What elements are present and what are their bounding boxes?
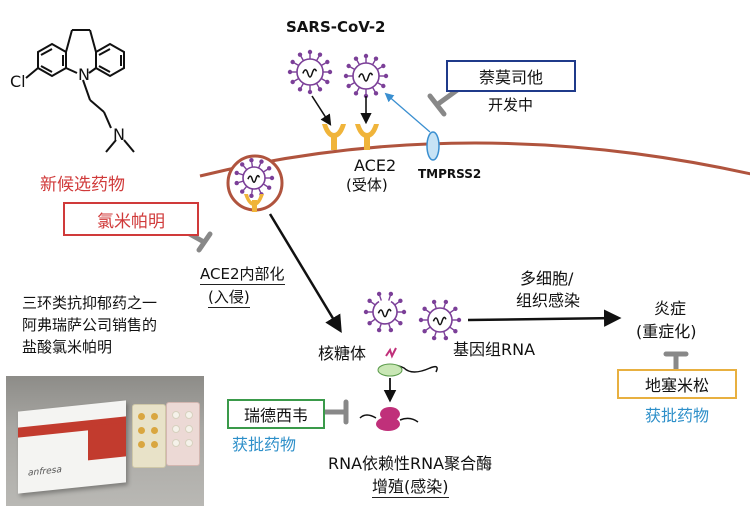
clomipramine-box: 氯米帕明 [63,202,199,236]
rdrp-polymerase [359,407,419,431]
replication-label: 增殖(感染) [372,477,449,498]
internalization-label: ACE2内部化 [200,265,285,285]
blister-pack-2 [166,402,200,466]
camostat-status: 开发中 [488,96,534,114]
spread-label-1: 多细胞/ [520,269,574,288]
receptor-label: ACE2 [354,156,397,175]
tmprss2-label: TMPRSS2 [418,167,482,181]
virus-label: SARS-CoV-2 [286,18,386,36]
ace2-receptor-1 [322,124,346,150]
tmprss2-protein [426,131,440,161]
candidate-title: 新候选药物 [40,175,125,195]
dexamethasone-inhibition [663,351,689,373]
virus-particle-2 [343,53,389,99]
internalization-sub-label: (入侵) [208,288,250,308]
remdesivir-status: 获批药物 [232,435,297,454]
receptor-sub-label: (受体) [346,176,388,194]
atom-n-amine: N [113,125,125,144]
ace2-receptor-2 [355,124,379,150]
camostat-box: 萘莫司他 [446,60,576,92]
package-brand: anfresa [28,465,62,479]
ribosome-label: 核糖体 [318,344,367,363]
genome-label: 基因组RNA [453,340,536,359]
spread-arrow [467,309,622,327]
spread-label-2: 组织感染 [516,291,581,310]
genome-rna-virus [418,299,462,341]
description-line-2: 阿弗瑞萨公司销售的 [22,316,158,334]
cell-membrane [199,141,750,178]
description-line-3: 盐酸氯米帕明 [22,338,113,356]
description-line-1: 三环类抗抑郁药之一 [22,294,158,312]
drug-package: anfresa [18,400,126,494]
atom-cl: Cl [10,72,26,91]
inflammation-label: 炎症 [654,299,687,318]
product-photo: anfresa [6,376,204,506]
remdesivir-box: 瑞德西韦 [227,399,325,429]
ribosome-translation [377,347,438,403]
dexamethasone-box: 地塞米松 [617,369,737,399]
uncoated-virus [363,291,407,333]
dexamethasone-status: 获批药物 [645,406,710,425]
tmprss2-activation-arrow [384,92,431,133]
blister-pack-1 [132,404,166,468]
internalization-arrow [268,213,342,333]
virus-particle-1 [287,49,333,95]
atom-n-ring: N [78,65,90,84]
endosome [226,154,284,212]
rdrp-label: RNA依赖性RNA聚合酶 [328,454,493,473]
remdesivir-inhibition [320,399,349,425]
inflammation-sub-label: (重症化) [636,322,697,341]
binding-arrow-1 [311,95,332,126]
clomipramine-structure [25,29,135,153]
